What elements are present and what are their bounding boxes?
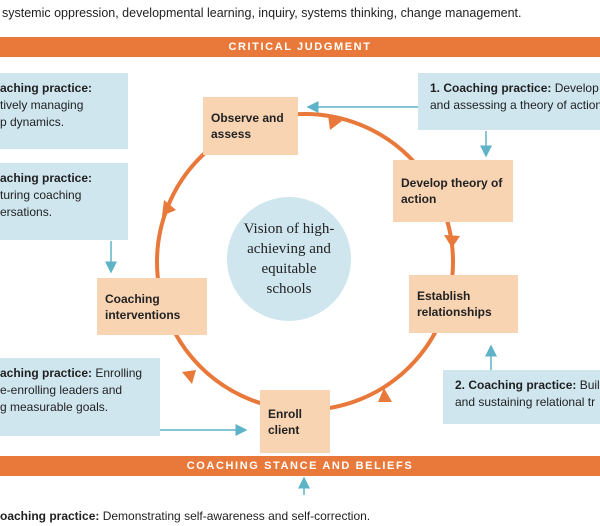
step-coaching-interventions: Coaching interventions	[97, 278, 207, 335]
critical-judgment-band: CRITICAL JUDGMENT	[0, 37, 600, 57]
practice-box-right-top: 1. Coaching practice: Develop and assess…	[418, 73, 600, 130]
ring-arrow-bottom-left	[182, 370, 196, 384]
practice-bottom: oaching practice: Demonstrating self-awa…	[0, 509, 371, 523]
ring-arrow-right	[444, 235, 460, 248]
intro-text: systemic oppression, developmental learn…	[2, 6, 522, 20]
ring-arrow-bottom-right	[378, 388, 392, 402]
step-develop-theory: Develop theory of action	[393, 160, 513, 222]
vision-circle: Vision of high-achieving and equitable s…	[227, 197, 351, 321]
step-observe-assess: Observe and assess	[203, 97, 298, 155]
practice-box-left-top: aching practice: tively managing p dynam…	[0, 73, 128, 149]
practice-box-right-low: 2. Coaching practice: Buil and sustainin…	[443, 370, 600, 424]
practice-box-left-low: aching practice: Enrolling e-enrolling l…	[0, 358, 160, 436]
step-enroll-client: Enroll client	[260, 390, 330, 453]
coaching-stance-band: COACHING STANCE AND BELIEFS	[0, 456, 600, 476]
ring-arrow-top-right	[328, 115, 342, 130]
practice-box-left-mid: aching practice: turing coaching ersatio…	[0, 163, 128, 240]
ring-arrow-left	[162, 200, 176, 216]
step-establish-relationships: Establish relationships	[409, 275, 518, 333]
